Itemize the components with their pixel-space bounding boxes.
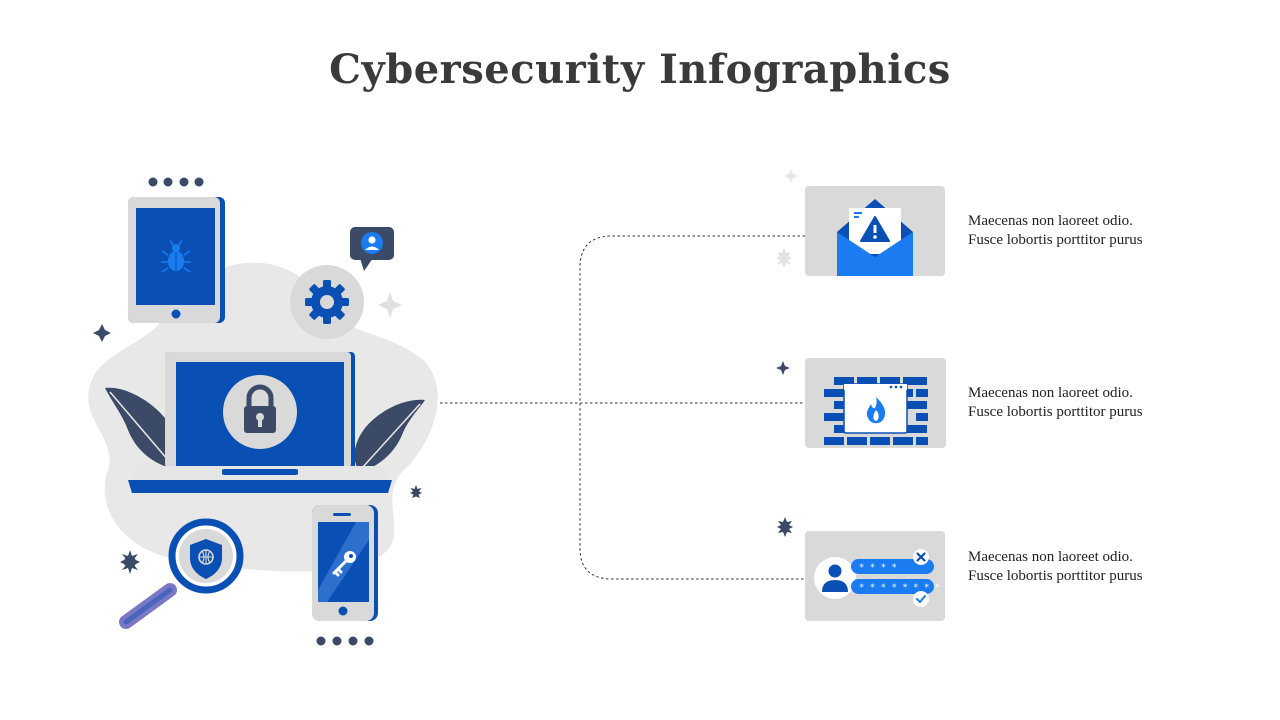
dots-bottom: [316, 636, 374, 646]
laptop-lock-icon: [128, 352, 392, 493]
item-text-3: Maecenas non laoreet odio. Fusce loborti…: [968, 548, 1258, 586]
svg-text:* * * * * * * * *: * * * * * * * * *: [859, 583, 951, 593]
email-warning-icon: [805, 186, 945, 276]
item-text-line: Fusce lobortis porttitor purus: [968, 404, 1143, 420]
item-text-1: Maecenas non laoreet odio. Fusce loborti…: [968, 212, 1258, 250]
item-text-line: Fusce lobortis porttitor purus: [968, 232, 1143, 248]
phone-key-icon: [312, 505, 378, 621]
login-credentials-icon: * * * * * * * * * * * * *: [805, 531, 951, 621]
tablet-bug-icon: [128, 197, 225, 323]
slide-title: Cybersecurity Infographics: [329, 46, 951, 93]
item-text-2: Maecenas non laoreet odio. Fusce loborti…: [968, 384, 1258, 422]
user-chat-bubble-icon: [350, 227, 394, 271]
svg-text:* * * *: * * * *: [859, 563, 897, 573]
magnifier-shield-globe-icon: [119, 518, 244, 629]
firewall-icon: [805, 358, 946, 448]
leaf-icon: [105, 387, 425, 472]
dots-top: [148, 177, 204, 187]
item-text-line: Maecenas non laoreet odio.: [968, 549, 1133, 565]
sparkle-decorations: [93, 169, 798, 646]
item-text-line: Maecenas non laoreet odio.: [968, 385, 1133, 401]
item-text-line: Maecenas non laoreet odio.: [968, 213, 1133, 229]
item-text-line: Fusce lobortis porttitor purus: [968, 568, 1143, 584]
settings-gear-icon: [290, 265, 364, 339]
